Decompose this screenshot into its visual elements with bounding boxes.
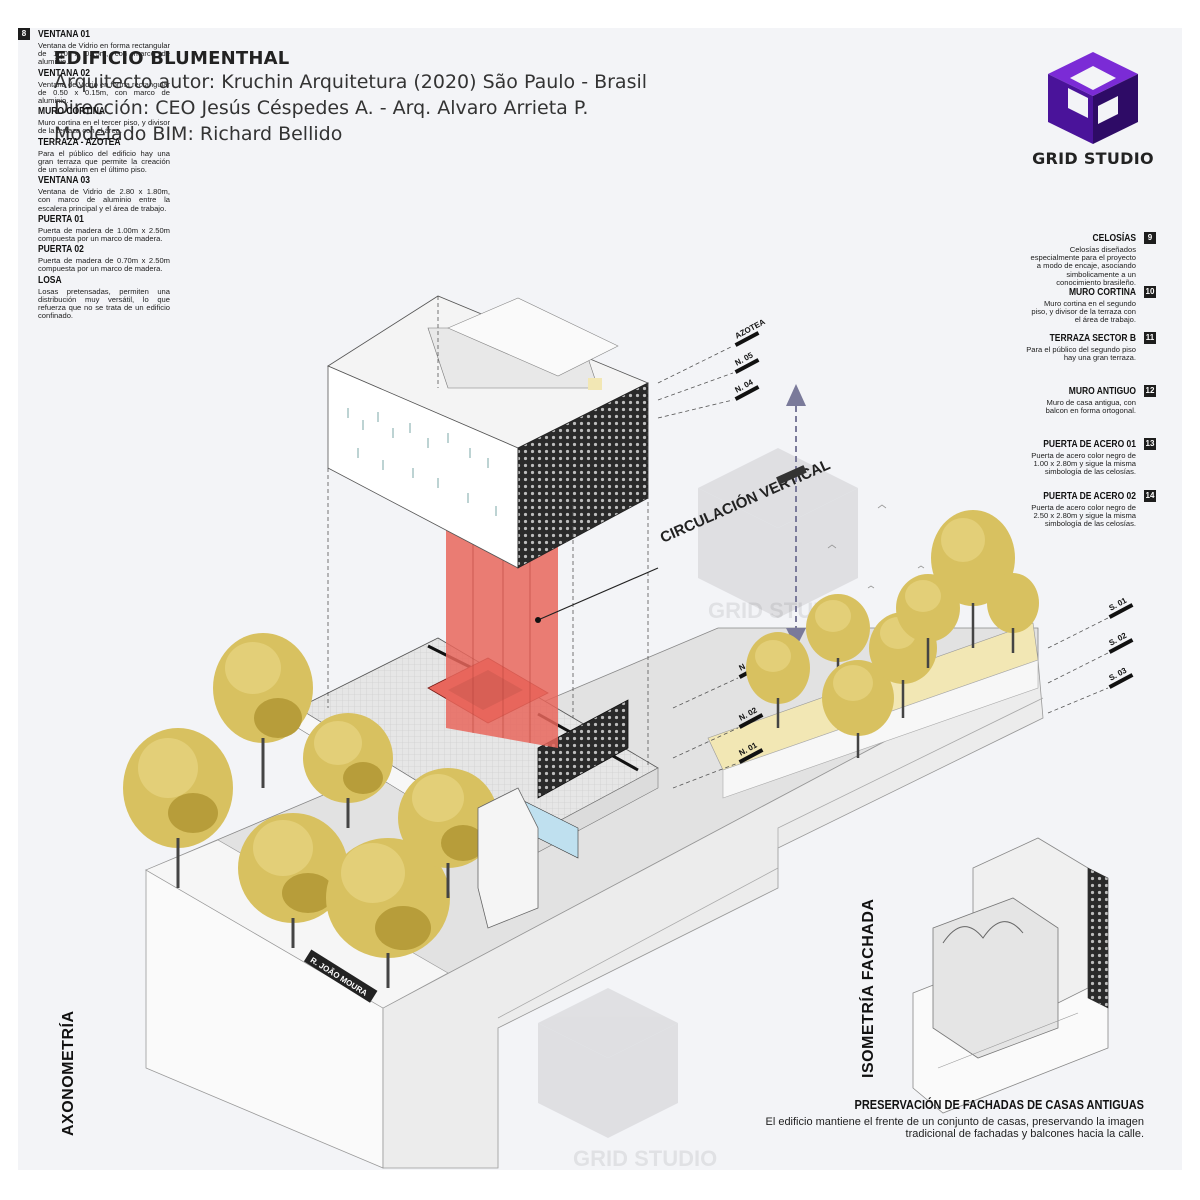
projection-lines	[327, 296, 1109, 789]
legend-desc: Ventana de Vidrio de 2.80 x 1.80m, con m…	[38, 187, 170, 213]
facade-isometric-drawing	[912, 837, 1109, 1114]
architect-line: Arquitecto autor: Kruchin Arquitetura (2…	[54, 71, 648, 93]
trees-right	[746, 510, 1039, 758]
vertical-arrow-icon	[786, 384, 806, 648]
axonometric-drawing: GRID STUDIO GRID STUDIO GRID STUDIO	[123, 295, 1134, 1170]
level-markers-right: S. 01 S. 02 S. 03	[1107, 596, 1134, 689]
tree-icon	[398, 768, 498, 898]
watermark-text: GRID STUDIO	[573, 1146, 717, 1170]
legend-title: MURO CORTINA	[1068, 286, 1136, 298]
legend-title: MURO CORTINA	[38, 105, 106, 117]
legend-number: 14	[1144, 490, 1156, 502]
tree-icon	[326, 838, 450, 988]
header-block: EDIFICIO BLUMENTHAL Arquitecto autor: Kr…	[54, 48, 647, 147]
old-wall	[477, 787, 539, 929]
preservation-title: PRESERVACIÓN DE FACHADAS DE CASAS ANTIGU…	[854, 1098, 1145, 1113]
legend-title: PUERTA 01	[38, 212, 84, 225]
sidewalk	[145, 839, 449, 1009]
cube-logo-icon	[1048, 52, 1138, 144]
legend-title: VENTANA 03	[38, 174, 90, 186]
window-slits	[347, 408, 497, 516]
tree-icon	[238, 813, 348, 948]
legend-desc: Para el público del edificio hay una gra…	[38, 148, 170, 175]
legend-item-8: 8 LOSA Losas pretensadas, permiten una d…	[18, 28, 1182, 321]
rooftop-solarium	[588, 378, 602, 390]
legend-desc: Celosías diseñados especialmente para el…	[1030, 245, 1136, 287]
tree-icon	[746, 632, 810, 728]
tree-icon	[303, 713, 393, 828]
legend-title: MURO ANTIGUO	[1068, 385, 1136, 397]
legend-desc: Muro cortina en el tercer piso, y diviso…	[38, 118, 170, 136]
legend-title: CELOSÍAS	[1092, 232, 1136, 244]
upper-building-block	[327, 295, 649, 569]
logo-text: GRID STUDIO	[1032, 149, 1154, 168]
legend-desc: Puerta de acero color negro de 1.00 x 2.…	[1031, 451, 1136, 477]
presentation-sheet: EDIFICIO BLUMENTHAL Arquitecto autor: Kr…	[18, 28, 1182, 1170]
vertical-circulation-core	[446, 528, 558, 748]
lattice-screen-lower	[537, 699, 629, 799]
legend-title: TERRAZA SECTOR B	[1049, 332, 1136, 344]
legend-desc: Muro de casa antigua, con balcon en form…	[1045, 398, 1136, 416]
birds-icon	[827, 504, 925, 589]
trees-left	[123, 633, 498, 988]
legend-number: 9	[1144, 232, 1156, 244]
legend-title: LOSA	[38, 273, 62, 286]
legend-title: PUERTA 02	[38, 243, 84, 255]
legend-desc: Puerta de acero color negro de 2.50 x 2.…	[1031, 503, 1136, 529]
legend-number: 10	[1144, 286, 1156, 298]
legend-item-9: 9 CELOSÍAS Celosías diseñados especialme…	[1006, 232, 1156, 287]
legend-title: VENTANA 02	[38, 66, 90, 79]
legend-desc: Para el público del segundo piso hay una…	[1026, 345, 1136, 363]
legend-desc: Ventana de Vidrio en forma rectangular d…	[38, 79, 170, 106]
legend-number: 12	[1144, 385, 1156, 397]
legend-desc: Puerta de madera de 1.00m x 2.50m compue…	[38, 225, 170, 244]
legend-desc: Losas pretensadas, permiten una distribu…	[38, 286, 170, 321]
legend-desc: Puerta de madera de 0.70m x 2.50m compue…	[38, 256, 170, 274]
tree-icon	[822, 660, 894, 758]
legend-desc: Muro cortina en el segundo piso, y divis…	[1031, 299, 1136, 325]
legend-title: TERRAZA - AZOTEA	[38, 135, 121, 148]
tree-icon	[987, 573, 1039, 653]
tree-icon	[123, 728, 233, 888]
legend-title: PUERTA DE ACERO 01	[1043, 438, 1136, 450]
legend-number: 8	[18, 28, 30, 40]
axonometria-label: AXONOMETRÍA	[60, 1010, 77, 1137]
legend-title: PUERTA DE ACERO 02	[1043, 490, 1136, 502]
legend-left: 1 VENTANA 01 Ventana de Vidrio en forma …	[18, 28, 1182, 320]
project-title: EDIFICIO BLUMENTHAL	[54, 48, 290, 69]
watermark-cube-icon	[538, 448, 858, 1138]
legend-number: 13	[1144, 438, 1156, 450]
level-markers-top: AZOTEA N. 05 N. 04	[733, 317, 767, 401]
isometria-label: ISOMETRÍA FACHADA	[860, 898, 877, 1078]
grid-studio-logo: GRID STUDIO	[1018, 48, 1168, 168]
tree-icon	[806, 594, 870, 688]
tree-icon	[931, 510, 1015, 648]
legend-item-11: 11 TERRAZA SECTOR B Para el público del …	[1006, 332, 1156, 362]
bim-line: Modelado BIM: Richard Bellido	[54, 123, 343, 145]
legend-title: VENTANA 01	[38, 28, 90, 40]
legend-item-13: 13 PUERTA DE ACERO 01 Puerta de acero co…	[1006, 438, 1156, 477]
tree-icon	[213, 633, 313, 788]
direction-line: Dirección: CEO Jesús Céspedes A. - Arq. …	[54, 97, 589, 119]
legend-desc: Ventana de Vidrio en forma rectangular d…	[38, 41, 170, 67]
preservation-desc: El edificio mantiene el frente de un con…	[765, 1116, 1144, 1140]
legend-item-14: 14 PUERTA DE ACERO 02 Puerta de acero co…	[1006, 490, 1156, 529]
legend-item-10: 10 MURO CORTINA Muro cortina en el segun…	[1006, 286, 1156, 325]
legend-number: 11	[1144, 332, 1156, 344]
legend-item-12: 12 MURO ANTIGUO Muro de casa antigua, co…	[1006, 385, 1156, 415]
